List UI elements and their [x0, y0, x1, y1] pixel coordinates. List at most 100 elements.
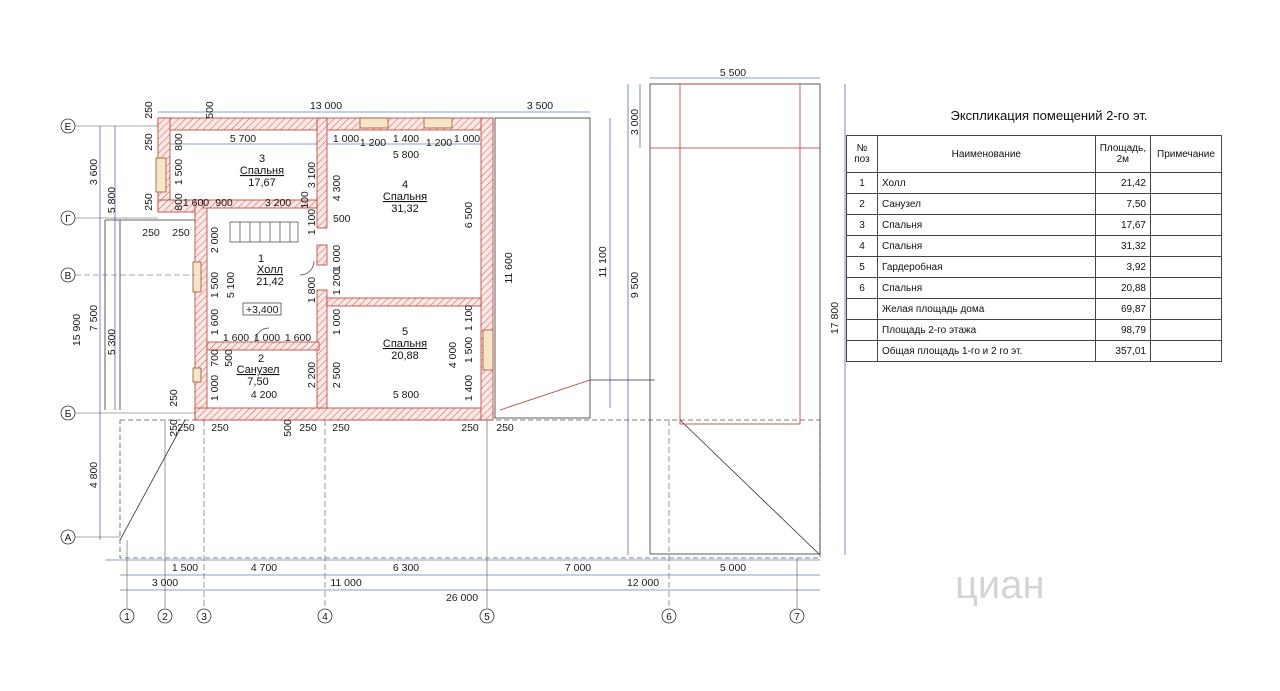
- dim-text: 1 500: [172, 562, 198, 574]
- dim-text: 500: [333, 213, 351, 225]
- dim-text: 13 000: [310, 100, 342, 112]
- dimension-texts-vertical: 250 500 3 600 5 800 7 500 15 900 5 300 4…: [71, 101, 841, 488]
- table-row: Общая площадь 1-го и 2 го эт.357,01: [846, 340, 1222, 362]
- axis-col-label: 2: [162, 612, 168, 623]
- dim-text: 1 500: [173, 159, 185, 185]
- dim-text: 1 200: [426, 137, 452, 149]
- dim-text: 250: [168, 419, 180, 437]
- table-header-row: № поз Наименование Площадь, 2м Примечани…: [846, 135, 1222, 173]
- grid-axes: [75, 125, 798, 608]
- dim-text: 3 600: [88, 159, 100, 185]
- axis-col-label: 7: [794, 612, 800, 623]
- room-3-name: Спальня: [240, 165, 284, 177]
- dim-text: 6 500: [463, 202, 475, 228]
- dim-text: 250: [172, 227, 190, 239]
- dim-text: 1 000: [209, 375, 221, 401]
- room-2-number: 2: [258, 353, 264, 365]
- dim-text: 11 100: [597, 246, 609, 277]
- dim-text: 500: [204, 101, 216, 119]
- axis-row-label: Е: [65, 122, 72, 133]
- level-mark: +3,400: [246, 304, 279, 316]
- dimension-texts-horizontal: 13 000 3 500 5 500 5 700 1 000 1 200 1 4…: [142, 67, 746, 604]
- axis-row-label: Б: [65, 409, 72, 420]
- dim-text: 11 000: [330, 577, 361, 589]
- dim-text: 9 500: [629, 272, 641, 298]
- dim-text: 17 800: [829, 302, 841, 334]
- axis-col-label: 6: [666, 612, 672, 623]
- dim-text: 3 000: [629, 109, 641, 135]
- explication-table: № поз Наименование Площадь, 2м Примечани…: [846, 135, 1222, 362]
- dim-text: 3 200: [265, 197, 291, 209]
- dim-text: 1 500: [463, 337, 475, 363]
- dim-text: 5 300: [106, 329, 118, 355]
- room-explication: Экспликация помещений 2-го эт. № поз Наи…: [846, 108, 1222, 362]
- dim-text: 800: [173, 133, 185, 151]
- dim-text: 1 000: [331, 309, 343, 335]
- dim-text: 6 300: [393, 562, 419, 574]
- dim-text: 250: [299, 422, 317, 434]
- dim-text: 1 000: [331, 245, 343, 271]
- terrace-outlines: [104, 83, 821, 559]
- dim-text: 1 100: [306, 209, 318, 235]
- dim-text: 5 500: [720, 67, 746, 79]
- dim-text: 1 800: [306, 277, 318, 303]
- dim-text: 7 000: [565, 562, 591, 574]
- dim-text: 7 500: [88, 305, 100, 331]
- room-1-area: 21,42: [256, 276, 284, 288]
- dim-text: 5 000: [720, 562, 746, 574]
- axis-col-label: 3: [201, 612, 207, 623]
- dim-text: 4 200: [251, 389, 277, 401]
- dim-text: 250: [142, 227, 160, 239]
- dim-text: 1 400: [463, 375, 475, 401]
- dim-text: 4 300: [331, 175, 343, 201]
- dim-text: 250: [461, 422, 479, 434]
- dim-text: 1 100: [463, 305, 475, 331]
- windows: [155, 117, 494, 383]
- dimension-lines: [99, 77, 846, 591]
- room-2-area: 7,50: [247, 376, 268, 388]
- dim-text: 5 800: [393, 389, 419, 401]
- dim-text: 1 500: [209, 272, 221, 298]
- header-note: Примечание: [1150, 135, 1222, 173]
- dim-text: 700: [209, 349, 221, 367]
- dim-text: 2 500: [331, 362, 343, 388]
- axis-col-label: 4: [322, 612, 328, 623]
- room-5-area: 20,88: [391, 350, 419, 362]
- dim-text: 250: [177, 422, 195, 434]
- header-name: Наименование: [877, 135, 1096, 173]
- header-num: № поз: [846, 135, 878, 173]
- level-mark-box: [242, 302, 282, 316]
- dim-text: 4 800: [88, 462, 100, 488]
- dim-text: 1 000: [454, 133, 480, 145]
- room-1-number: 1: [258, 253, 264, 265]
- dim-text: 2 000: [209, 227, 221, 253]
- dim-text: 100: [299, 191, 311, 209]
- axis-labels: Е Г В Б А 1 2 3 4 5 6 7: [65, 122, 801, 623]
- dim-text: 500: [223, 349, 235, 367]
- dim-text: 3 100: [306, 162, 318, 188]
- axis-row-label: А: [65, 533, 72, 544]
- room-2-name: Санузел: [237, 364, 280, 376]
- axis-bubbles: [60, 118, 805, 624]
- dim-text: 1 600: [183, 197, 209, 209]
- dim-text: 12 000: [627, 577, 659, 589]
- room-3-area: 17,67: [248, 177, 276, 189]
- dim-text: 5 700: [230, 133, 256, 145]
- explication-title: Экспликация помещений 2-го эт.: [950, 108, 1148, 123]
- dim-text: 5 100: [225, 272, 237, 298]
- axis-col-label: 5: [484, 612, 490, 623]
- room-5-number: 5: [402, 326, 408, 338]
- room-4-name: Спальня: [383, 191, 427, 203]
- dim-text: 250: [143, 133, 155, 151]
- dim-text: 15 900: [71, 314, 83, 346]
- dim-text: 250: [496, 422, 514, 434]
- dim-text: 800: [173, 193, 185, 211]
- dim-text: 900: [215, 197, 233, 209]
- room-4-number: 4: [402, 179, 408, 191]
- room-4-area: 31,32: [391, 203, 419, 215]
